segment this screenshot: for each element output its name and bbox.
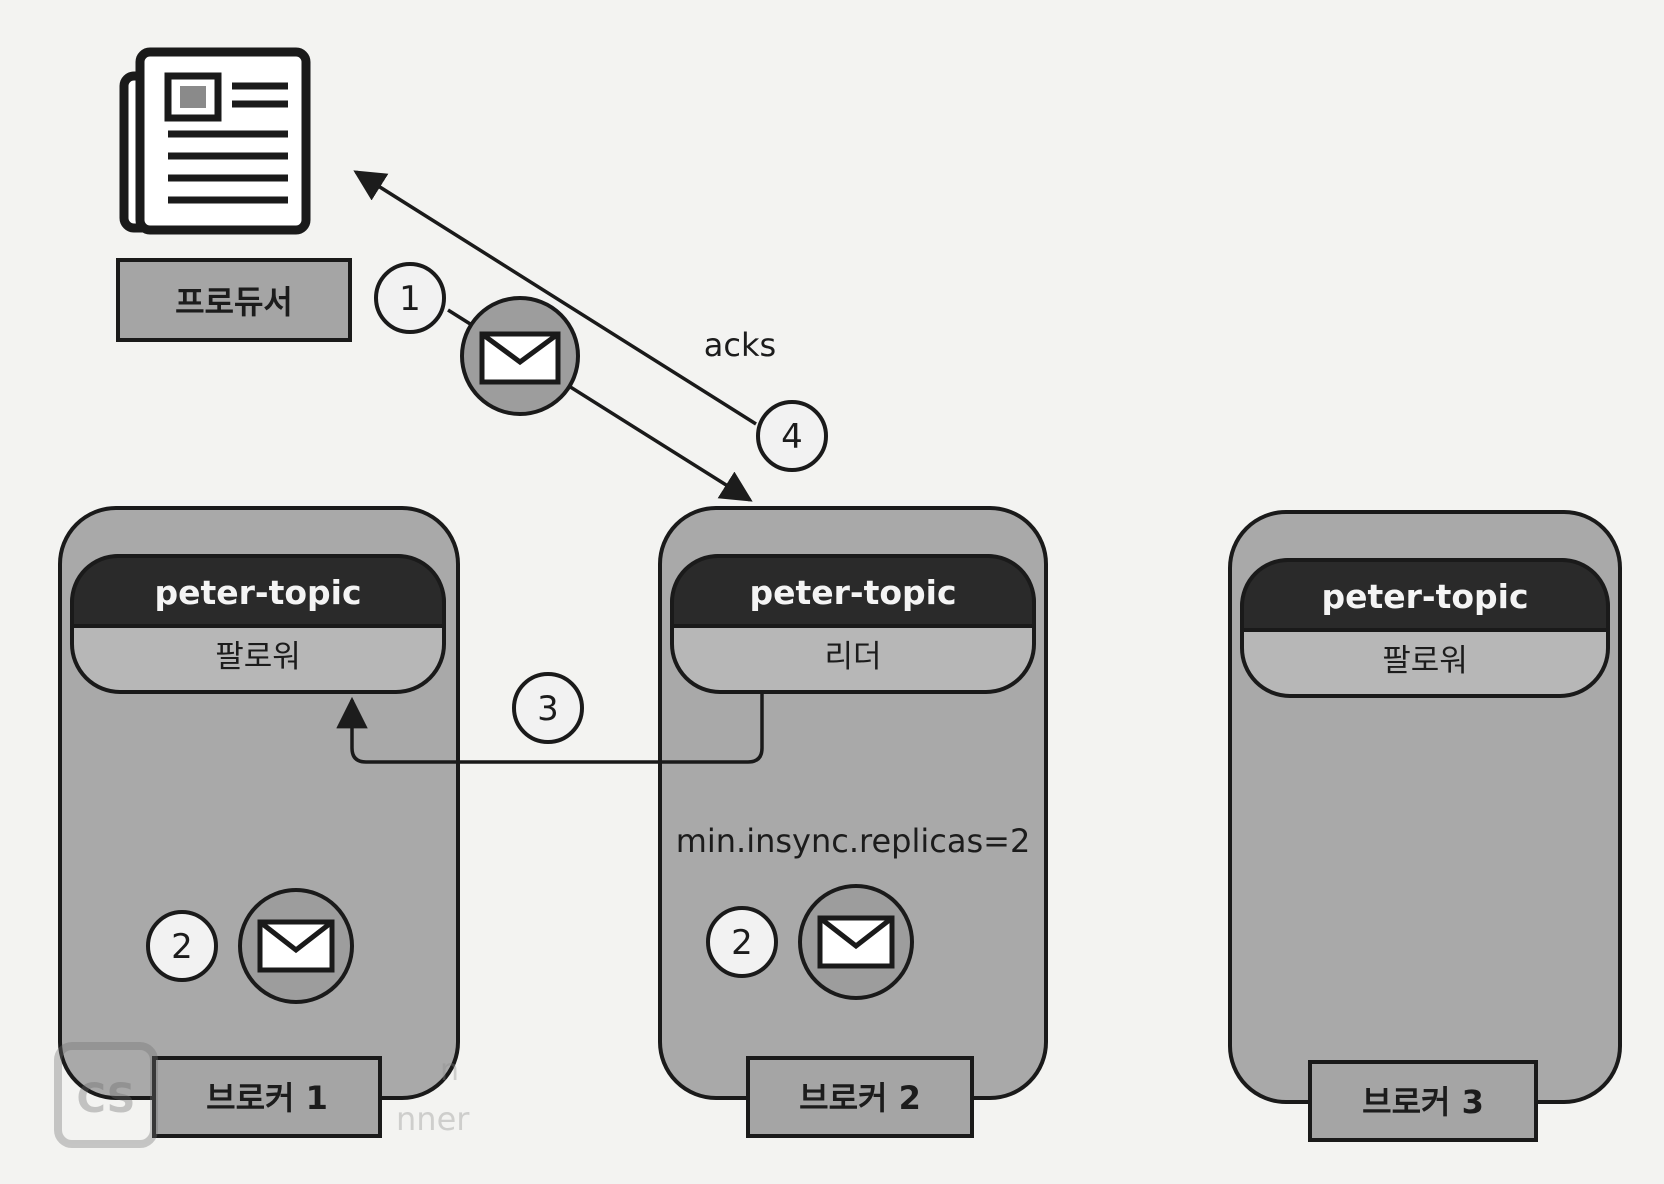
producer: 프로듀서 [116, 47, 352, 342]
broker-3-label: 브로커 3 [1362, 1083, 1484, 1121]
broker-2-label-box: 브로커 2 [746, 1056, 974, 1138]
step-2-circle-left [146, 910, 218, 982]
partition-2: peter-topic 리더 [670, 554, 1036, 694]
replication-arrow [336, 694, 764, 764]
producer-label-box: 프로듀서 [116, 258, 352, 342]
broker-2-label: 브로커 2 [799, 1079, 921, 1117]
scanner-logo-letters: CS [77, 1076, 136, 1122]
broker-2: peter-topic 리더 min.insync.replicas=2 2 브… [658, 506, 1048, 1138]
min-insync-replicas-config: min.insync.replicas=2 [676, 822, 1031, 860]
broker-1-role: 팔로워 [215, 639, 301, 675]
watermark-line-1: n [440, 1053, 459, 1088]
broker-3-role: 팔로워 [1382, 643, 1468, 679]
watermark-line-2: nner [396, 1100, 470, 1138]
broker-1-label-box: 브로커 1 [152, 1056, 382, 1138]
in-flight-envelope-icon [460, 296, 580, 416]
scanner-logo [54, 1042, 158, 1148]
step-2-label-right: 2 [731, 923, 753, 963]
producer-label: 프로듀서 [175, 283, 293, 321]
step-2-label-left: 2 [171, 927, 193, 967]
step-2-circle-right [706, 906, 778, 978]
newspaper-icon [119, 47, 311, 235]
broker-3-topic: peter-topic [1321, 577, 1528, 616]
step-4-circle [756, 400, 828, 472]
broker-3-label-box: 브로커 3 [1308, 1060, 1538, 1142]
step-3-circle [512, 672, 584, 744]
broker-1-label: 브로커 1 [206, 1079, 328, 1117]
step-1-circle [374, 262, 446, 334]
scanner-watermark: CS n nner [54, 1042, 470, 1148]
acks-label: acks [704, 326, 776, 364]
broker-1-topic: peter-topic [154, 573, 361, 612]
partition-3: peter-topic 팔로워 [1240, 558, 1610, 698]
step-1-label: 1 [399, 279, 421, 319]
broker-1-envelope-icon [238, 888, 354, 1004]
step-4-label: 4 [781, 417, 803, 457]
broker-1: peter-topic 팔로워 2 브로커 1 [58, 506, 460, 1138]
broker-3: peter-topic 팔로워 브로커 3 [1228, 510, 1622, 1142]
step-3-label: 3 [537, 689, 559, 729]
partition-1: peter-topic 팔로워 [70, 554, 446, 694]
broker-2-topic: peter-topic [749, 573, 956, 612]
broker-2-role: 리더 [824, 639, 881, 675]
broker-2-envelope-icon [798, 884, 914, 1000]
acks-arrow [353, 170, 757, 426]
